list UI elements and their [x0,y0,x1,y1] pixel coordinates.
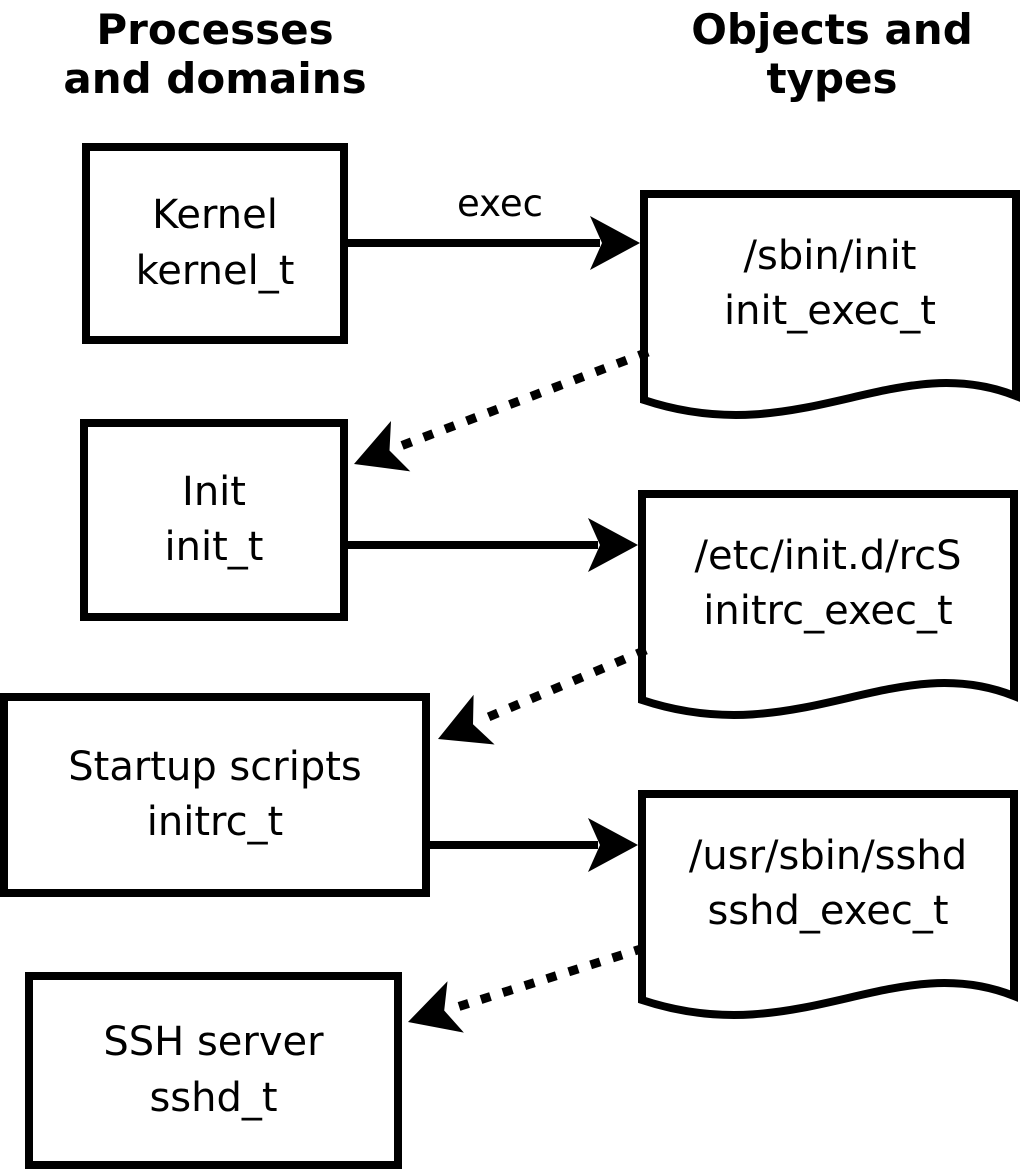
document-shape-usr-sbin-sshd [638,790,1018,1019]
process-name: Kernel [152,192,278,239]
process-box-startup-scripts: Startup scripts initrc_t [0,693,430,897]
column-header-objects: Objects and types [640,5,1024,103]
exec-arrowhead-initrc-to-sshd-exec [588,818,638,872]
process-name: Startup scripts [68,743,362,790]
process-box-kernel: Kernel kernel_t [82,143,348,344]
document-shape-sbin-init [640,190,1020,419]
column-header-processes-line1: Processes [96,5,334,54]
column-header-processes-line2: and domains [63,53,367,103]
process-name: SSH server [103,1019,324,1066]
transition-arrow-line-sshd-exec-to-sshd [449,943,646,1014]
document-shape-etc-initd-rcs [638,490,1018,719]
process-domain: initrc_t [146,799,284,845]
edge-label-exec: exec [457,182,543,225]
transition-arrowhead-init-exec-to-init [354,421,411,472]
process-domain: kernel_t [135,247,295,294]
transition-arrowhead-sshd-exec-to-sshd [408,981,464,1033]
process-domain: sshd_t [149,1074,278,1121]
exec-arrowhead-kernel-to-init-exec [590,216,640,270]
exec-arrowhead-init-to-initrc-exec [588,518,638,572]
process-box-init: Init init_t [80,419,348,621]
process-box-ssh-server: SSH server sshd_t [25,972,402,1169]
transition-arrow-line-init-exec-to-init [396,347,650,452]
transition-arrow-line-initrc-exec-to-initrc [477,645,648,726]
transition-arrowhead-initrc-exec-to-initrc [438,694,495,745]
process-domain: init_t [164,524,264,570]
column-header-processes: Processes and domains [20,5,410,103]
column-header-objects-line1: Objects and [691,5,973,54]
process-name: Init [182,468,246,515]
column-header-objects-line2: types [766,53,898,103]
